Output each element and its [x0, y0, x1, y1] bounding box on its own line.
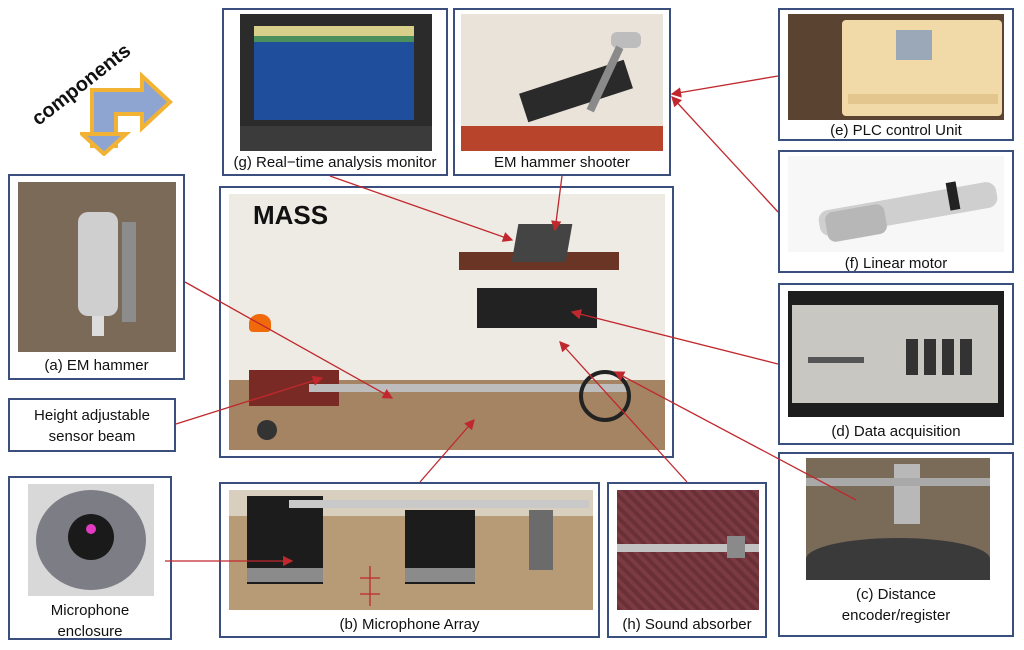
pointer-line-sound-absorber: [559, 341, 688, 483]
caption-sound-absorber: (h) Sound absorber: [622, 616, 752, 633]
panel-microphone-array: (b) Microphone Array: [219, 482, 600, 638]
caption-data-acquisition: (d) Data acquisition: [831, 423, 961, 440]
pointer-line-distance-encoder: [613, 371, 857, 501]
mass-title: MASS: [253, 200, 329, 230]
caption-monitor: (g) Real−time analysis monitor: [233, 154, 437, 171]
caption-distance-encoder-1: (c) Distance: [855, 586, 937, 603]
panel-distance-encoder: (c) Distance encoder/register: [778, 452, 1014, 637]
plc-photo: [788, 14, 1004, 120]
pointer-line-em-hammer: [184, 281, 394, 399]
pointer-line-data-acquisition: [570, 309, 779, 365]
hammer-shooter-photo: [461, 14, 663, 151]
panel-mass: MASS: [219, 186, 674, 458]
caption-linear-motor: (f) Linear motor: [844, 255, 948, 272]
pointer-line-sensor-beam: [175, 375, 324, 425]
label-sensor-beam-2: sensor beam: [48, 428, 136, 445]
panel-hammer-shooter: EM hammer shooter: [453, 8, 671, 176]
panel-linear-motor: (f) Linear motor: [778, 150, 1014, 273]
panel-em-hammer: (a) EM hammer: [8, 174, 185, 380]
pointer-line-plc: [670, 75, 779, 98]
em-hammer-photo: [18, 182, 176, 352]
panel-monitor: (g) Real−time analysis monitor: [222, 8, 448, 176]
distance-encoder-photo: [806, 458, 990, 580]
microphone-array-photo: [229, 490, 593, 610]
pointer-line-microphone-array: [419, 419, 475, 483]
pointer-line-hammer-shooter: [551, 175, 563, 232]
direction-arrow-icon: [80, 71, 173, 156]
caption-microphone-array: (b) Microphone Array: [339, 616, 480, 633]
caption-mic-enclosure-2: enclosure: [57, 623, 123, 640]
panel-plc: (e) PLC control Unit: [778, 8, 1014, 141]
linear-motor-photo: [788, 156, 1004, 252]
panel-sensor-beam: Height adjustable sensor beam: [8, 398, 176, 452]
mass-photo: [229, 194, 665, 450]
monitor-photo: [240, 14, 432, 151]
data-acquisition-photo: [788, 291, 1004, 417]
caption-plc: (e) PLC control Unit: [830, 122, 962, 139]
caption-hammer-shooter: EM hammer shooter: [494, 154, 630, 171]
pointer-line-linear-motor: [671, 96, 779, 213]
pointer-line-monitor: [329, 175, 514, 242]
label-sensor-beam-1: Height adjustable: [34, 407, 150, 424]
caption-mic-enclosure-1: Microphone: [50, 602, 130, 619]
caption-em-hammer: (a) EM hammer: [44, 357, 149, 374]
panel-sound-absorber: (h) Sound absorber: [607, 482, 767, 638]
panel-microphone-enclosure: Microphone enclosure: [8, 476, 172, 640]
sound-absorber-photo: [617, 490, 759, 610]
panel-data-acquisition: (d) Data acquisition: [778, 283, 1014, 445]
microphone-enclosure-photo: [28, 484, 154, 596]
caption-distance-encoder-2: encoder/register: [841, 607, 951, 624]
